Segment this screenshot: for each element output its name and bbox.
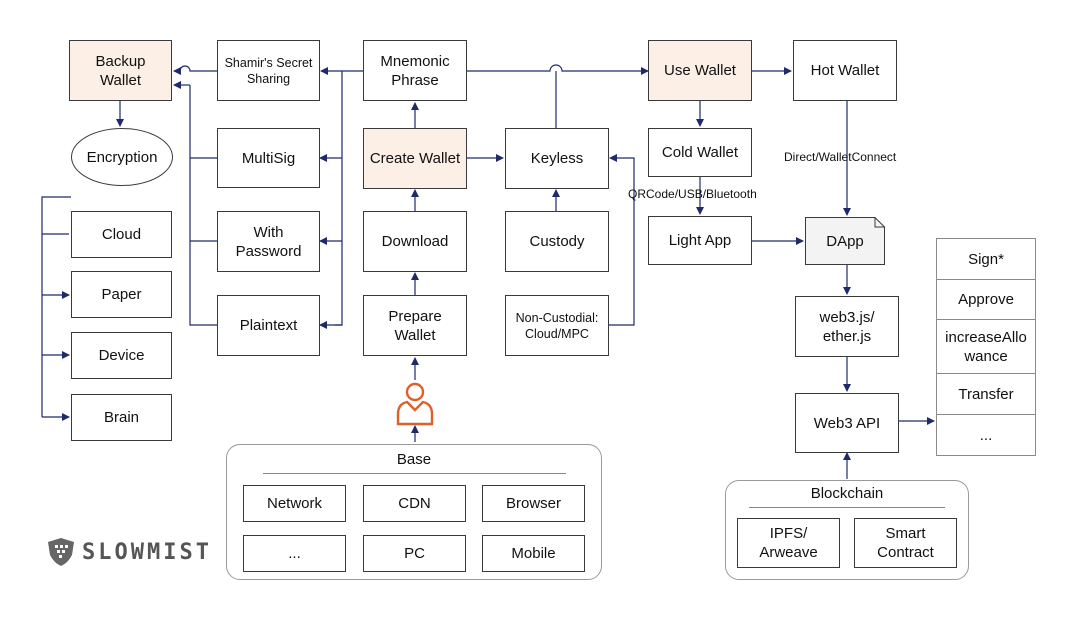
light-app-node: Light App (648, 216, 752, 265)
action-more: ... (979, 426, 993, 444)
web3js-node: web3.js/ ether.js (795, 296, 899, 357)
base-pc: PC (363, 535, 466, 572)
brain-node: Brain (71, 394, 172, 441)
edge-encryption-storage (41, 196, 71, 417)
base-title: Base (396, 451, 432, 468)
base-browser: Browser (482, 485, 585, 522)
base-cdn: CDN (363, 485, 466, 522)
download-node: Download (363, 211, 467, 272)
base-mobile: Mobile (482, 535, 585, 572)
edge-noncustodial-keyless (609, 154, 635, 326)
user-icon (396, 382, 434, 426)
base-network: Network (243, 485, 346, 522)
paper-node: Paper (71, 271, 172, 318)
edge-mnemonic-bus (335, 71, 343, 326)
blockchain-divider (749, 507, 945, 508)
prepare-wallet-node: Prepare Wallet (363, 295, 467, 356)
base-divider (263, 473, 566, 474)
edge-mnemonic-usewallet (467, 64, 649, 75)
create-wallet-node: Create Wallet (363, 128, 467, 189)
keyless-node: Keyless (505, 128, 609, 189)
slowmist-logo: SLOWMIST (46, 538, 212, 566)
action-sign: Sign* (937, 239, 1035, 280)
action-approve: Approve (937, 280, 1035, 320)
custody-node: Custody (505, 211, 609, 272)
dapp-document-shape (805, 217, 885, 265)
use-wallet-node: Use Wallet (648, 40, 752, 101)
non-custodial-node: Non-Custodial: Cloud/MPC (505, 295, 609, 356)
smart-contract-node: Smart Contract (854, 518, 957, 568)
web3-api-node: Web3 API (795, 393, 899, 453)
cloud-node: Cloud (71, 211, 172, 258)
walletconnect-label: Direct/WalletConnect (784, 150, 897, 164)
qrcode-usb-bluetooth-label: QRCode/USB/Bluetooth (628, 187, 757, 201)
with-password-node: With Password (217, 211, 320, 272)
plaintext-node: Plaintext (217, 295, 320, 356)
action-transfer: Transfer (937, 374, 1035, 415)
dapp-node: DApp (826, 232, 864, 250)
action-increase-allowance: increaseAllowance (937, 320, 1035, 374)
blockchain-title: Blockchain (810, 485, 884, 502)
device-node: Device (71, 332, 172, 379)
mnemonic-phrase-node: Mnemonic Phrase (363, 40, 467, 101)
contract-actions-list: Sign* Approve increaseAllowance Transfer… (936, 238, 1036, 456)
ipfs-arweave-node: IPFS/ Arweave (737, 518, 840, 568)
hot-wallet-node: Hot Wallet (793, 40, 897, 101)
slowmist-shield-icon (48, 538, 74, 566)
slowmist-wordmark: SLOWMIST (82, 539, 212, 565)
base-more: ... (243, 535, 346, 572)
backup-wallet-node: Backup Wallet (69, 40, 172, 101)
edge-shamir-backup (173, 65, 217, 75)
multisig-node: MultiSig (217, 128, 320, 188)
encryption-node: Encryption (71, 128, 173, 186)
cold-wallet-node: Cold Wallet (648, 128, 752, 177)
shamir-node: Shamir's Secret Sharing (217, 40, 320, 101)
